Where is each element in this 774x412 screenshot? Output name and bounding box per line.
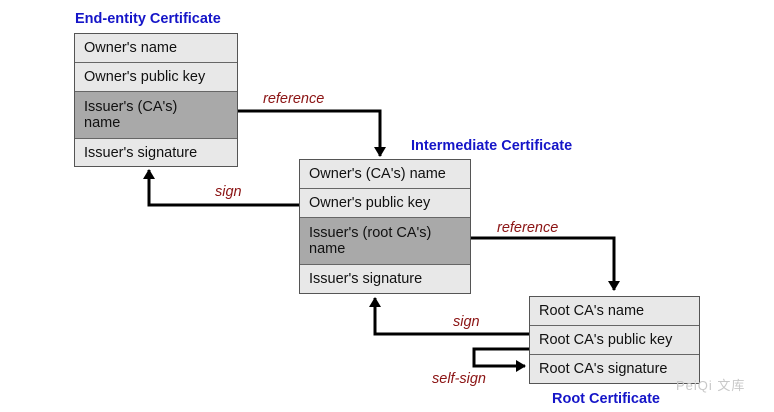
self-sign-arrow: [472, 347, 530, 372]
root-ca-signature: Root CA's signature: [530, 355, 699, 383]
end-entity-owner-name: Owner's name: [75, 34, 237, 63]
intermediate-title: Intermediate Certificate: [411, 138, 573, 154]
intermediate-certificate: Owner's (CA's) name Owner's public key I…: [299, 159, 471, 294]
root-title: Root Certificate: [552, 391, 660, 407]
end-entity-owner-public-key: Owner's public key: [75, 63, 237, 92]
sign-label-2: sign: [453, 314, 480, 330]
sign-arrow-2: [369, 297, 530, 336]
sign-arrow-1: [143, 169, 300, 207]
root-ca-name: Root CA's name: [530, 297, 699, 326]
root-ca-public-key: Root CA's public key: [530, 326, 699, 355]
watermark: PeiQi 文库: [676, 378, 746, 393]
end-entity-title: End-entity Certificate: [75, 11, 221, 27]
intermediate-issuer-name: Issuer's (root CA's) name: [300, 218, 470, 265]
sign-label-1: sign: [215, 184, 242, 200]
intermediate-owner-name: Owner's (CA's) name: [300, 160, 470, 189]
end-entity-issuer-signature: Issuer's signature: [75, 139, 237, 166]
end-entity-certificate: Owner's name Owner's public key Issuer's…: [74, 33, 238, 167]
reference-arrow-2: [470, 236, 620, 291]
reference-label-2: reference: [497, 220, 559, 236]
intermediate-owner-public-key: Owner's public key: [300, 189, 470, 218]
intermediate-issuer-signature: Issuer's signature: [300, 265, 470, 293]
end-entity-issuer-name: Issuer's (CA's) name: [75, 92, 237, 139]
self-sign-label: self-sign: [432, 371, 486, 387]
root-certificate: Root CA's name Root CA's public key Root…: [529, 296, 700, 384]
reference-arrow-1: [237, 109, 386, 157]
reference-label-1: reference: [263, 91, 325, 107]
